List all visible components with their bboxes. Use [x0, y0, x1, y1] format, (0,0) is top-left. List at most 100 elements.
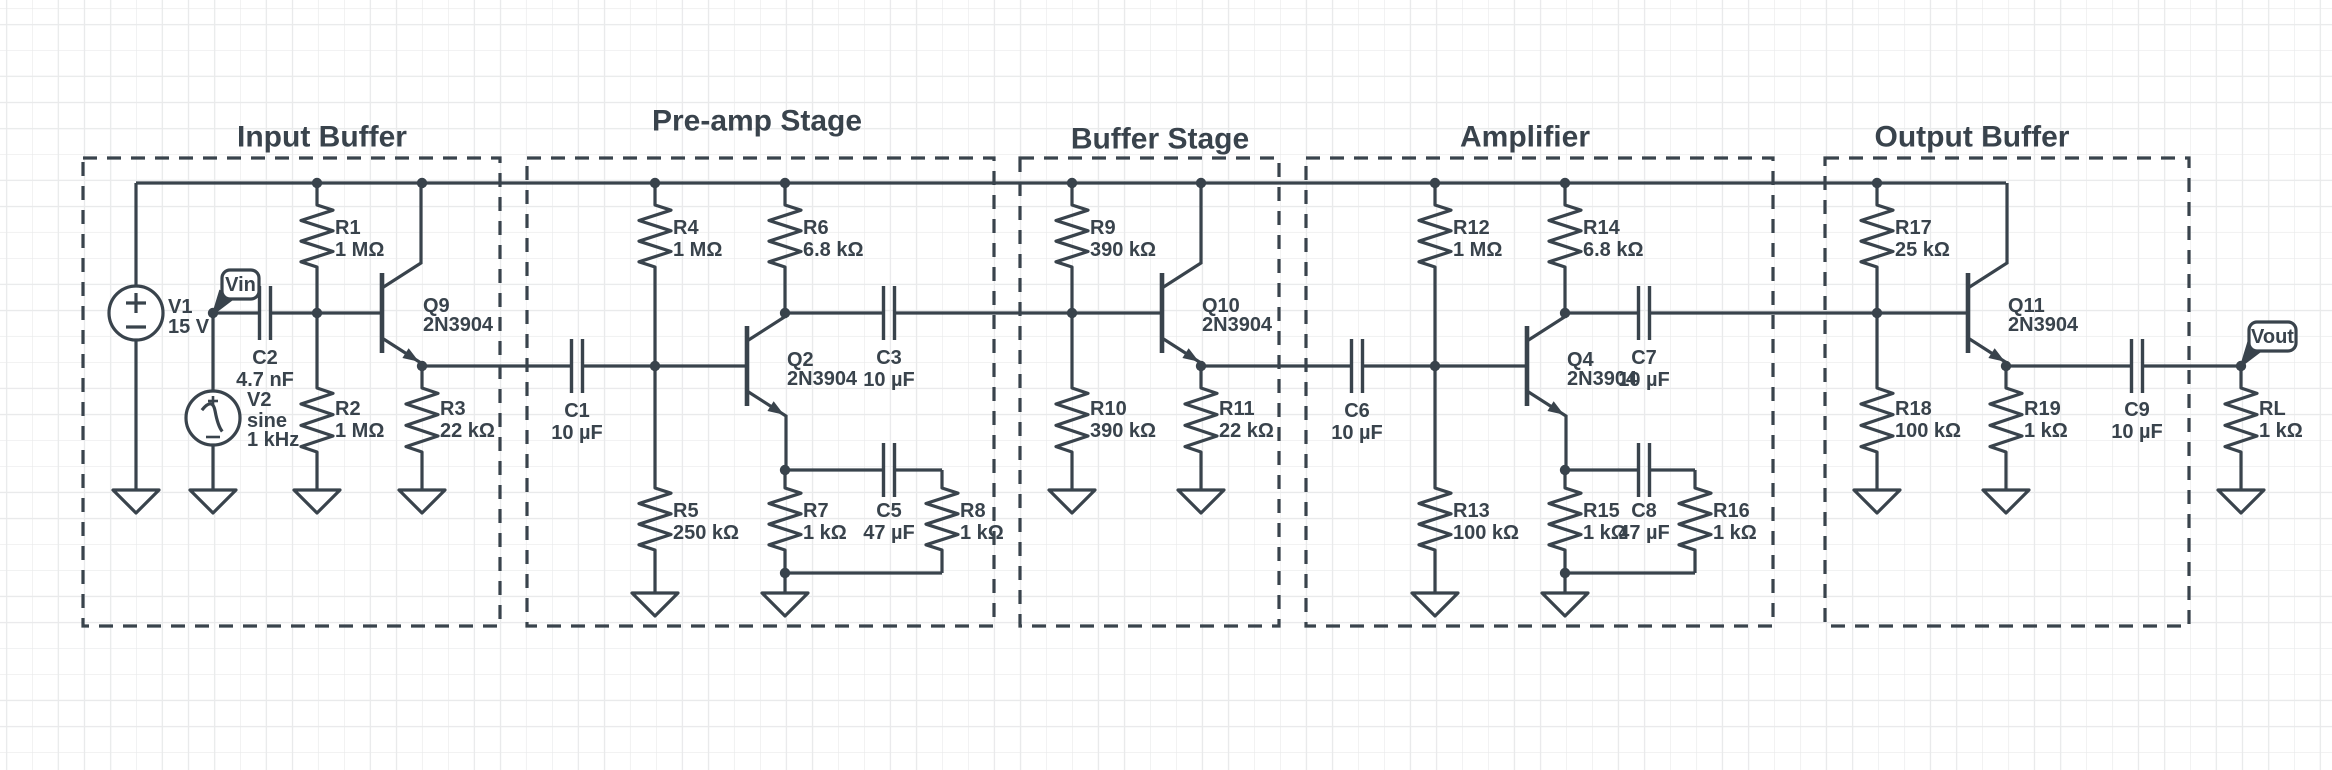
resistor-RL[interactable]: RL1 kΩ — [2223, 366, 2303, 490]
component-ref: R11 — [1219, 398, 1255, 420]
stage-title-buffer-stage[interactable]: Buffer Stage — [1071, 123, 1249, 156]
stage-title-input-buffer[interactable]: Input Buffer — [237, 121, 407, 154]
ground-symbol[interactable] — [1410, 591, 1460, 618]
component-ref: R3 — [440, 398, 466, 420]
component-ref: C6 — [1344, 400, 1370, 422]
ground-symbol[interactable] — [1852, 488, 1902, 515]
component-value: 1 kΩ — [2259, 420, 2303, 442]
component-ref: R8 — [960, 500, 986, 522]
capacitor-C2[interactable]: C24.7 nF — [236, 286, 294, 391]
ground-symbol[interactable] — [630, 591, 680, 618]
resistor-R4[interactable]: R41 MΩ — [637, 183, 722, 366]
ground-symbol[interactable] — [292, 488, 342, 515]
ground-symbol[interactable] — [1981, 488, 2031, 515]
net-label-vin[interactable]: Vin — [211, 268, 261, 317]
component-value: 390 kΩ — [1090, 420, 1156, 442]
resistor-R8[interactable]: R81 kΩ — [924, 470, 1004, 573]
net-label-vout[interactable]: Vout — [2239, 320, 2298, 369]
junction-dot — [2000, 360, 2012, 372]
ground-symbol[interactable] — [2216, 488, 2266, 515]
stage-box-amplifier[interactable] — [1304, 156, 1775, 628]
resistor-symbol — [1859, 183, 1895, 313]
transistor-emitter — [1967, 336, 2009, 366]
stage-box-output-buffer[interactable] — [1823, 156, 2191, 628]
ground-symbol[interactable] — [111, 488, 161, 515]
ground-symbol[interactable] — [1047, 488, 1097, 515]
ground-symbol[interactable] — [760, 591, 810, 618]
component-value: 25 kΩ — [1895, 239, 1950, 261]
junction-dot — [649, 360, 661, 372]
ground-symbol[interactable] — [397, 488, 447, 515]
resistor-R7[interactable]: R71 kΩ — [767, 470, 847, 573]
component-value: 4.7 nF — [236, 369, 294, 391]
ground-symbol[interactable] — [1540, 591, 1590, 618]
component-value: 2N3904 — [1202, 314, 1273, 336]
component-value: 10 µF — [1618, 369, 1670, 391]
stage-box-buffer-stage[interactable] — [1018, 156, 1281, 628]
stage-box-pre-amp-stage[interactable] — [525, 156, 996, 628]
component-value: 2N3904 — [423, 314, 494, 336]
transistor-emitter — [381, 336, 423, 366]
resistor-symbol — [637, 183, 673, 366]
resistor-R6[interactable]: R66.8 kΩ — [767, 183, 864, 313]
junction-dot — [779, 307, 791, 319]
callout-box — [220, 268, 261, 301]
component-ref: R19 — [2024, 398, 2061, 420]
resistor-R1[interactable]: R11 MΩ — [299, 183, 384, 313]
stage-title-pre-amp-stage[interactable]: Pre-amp Stage — [652, 105, 862, 138]
resistor-symbol — [637, 366, 673, 593]
resistor-symbol — [1417, 366, 1453, 593]
component-ref: C9 — [2124, 399, 2150, 421]
junction-dot — [1871, 177, 1883, 189]
component-ref: C2 — [252, 347, 278, 369]
junction-dot — [311, 307, 323, 319]
component-value: 1 MΩ — [1453, 239, 1502, 261]
component-ref: R14 — [1583, 217, 1621, 239]
component-value: 1 kΩ — [1713, 522, 1757, 544]
component-value: 1 kΩ — [960, 522, 1004, 544]
ground-symbol[interactable] — [188, 488, 238, 515]
transistor-collector — [381, 183, 423, 290]
resistor-symbol — [1054, 183, 1090, 313]
emitter-arrow — [402, 348, 419, 362]
component-value: 6.8 kΩ — [1583, 239, 1644, 261]
stage-title-output-buffer[interactable]: Output Buffer — [1875, 121, 2070, 154]
stage-title-amplifier[interactable]: Amplifier — [1460, 121, 1590, 154]
ground-symbol[interactable] — [1176, 488, 1226, 515]
component-ref: V1 — [168, 296, 192, 318]
component-ref: R10 — [1090, 398, 1127, 420]
component-ref: Q10 — [1202, 295, 1240, 317]
junction-dot — [416, 177, 428, 189]
junction-dot — [1195, 177, 1207, 189]
transistor-collector — [1526, 313, 1568, 343]
stage-box-input-buffer[interactable] — [81, 156, 502, 628]
resistor-R2[interactable]: R21 MΩ — [299, 313, 384, 490]
